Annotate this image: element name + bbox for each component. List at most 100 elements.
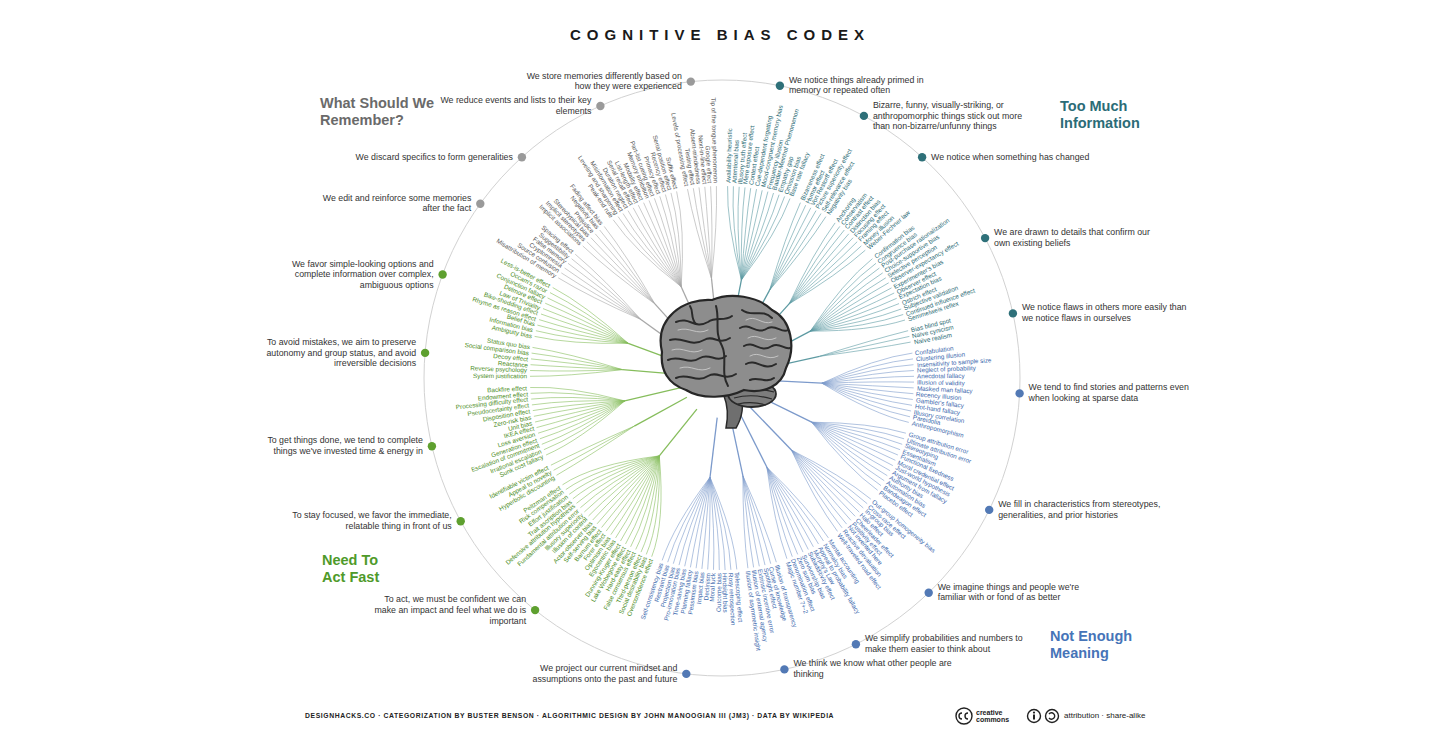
category-dot: [438, 270, 446, 278]
branch-line: [810, 273, 882, 331]
category-text: To get things done, we tend to complete …: [258, 436, 423, 457]
branch-line: [537, 401, 625, 428]
branch-line: [548, 298, 629, 343]
category-dot: [1015, 389, 1023, 397]
diagram-title: COGNITIVE BIAS CODEX: [0, 26, 1440, 43]
category-text: We notice things already primed in memor…: [789, 75, 954, 96]
branch-line: [812, 422, 881, 485]
branch-line: [688, 189, 712, 278]
quadrant-heading: Need To Act Fast: [322, 552, 394, 585]
branch-line: [822, 383, 909, 422]
branch-line: [810, 293, 894, 331]
category-text: We think we know what other people are t…: [793, 659, 958, 680]
category-text: To act, we must be confident we can make…: [361, 594, 526, 626]
branch-line: [710, 477, 719, 570]
branch-line: [812, 422, 896, 460]
category-dot: [596, 102, 604, 110]
branch-line: [812, 422, 885, 481]
branch-line: [530, 387, 625, 401]
branch-line: [616, 456, 660, 538]
brain: [661, 296, 792, 428]
branch-line: [638, 205, 681, 287]
category-dot: [776, 82, 784, 90]
branch-line: [532, 353, 623, 370]
branch-line: [575, 254, 641, 319]
branch-line: [822, 383, 910, 417]
branch-trunk: [625, 387, 683, 401]
category-dot: [476, 200, 484, 208]
branch-line: [604, 226, 655, 304]
category-dot: [860, 112, 868, 120]
branch-line: [822, 383, 911, 411]
branch-line: [710, 477, 725, 570]
branch-line: [791, 450, 851, 520]
branch-line: [767, 467, 814, 547]
category-dot: [421, 349, 429, 357]
branch-line: [668, 477, 710, 562]
bias-name: System justification: [473, 372, 527, 380]
branch-line: [822, 383, 912, 405]
branch-line: [810, 320, 905, 331]
branch-line: [741, 189, 756, 280]
branch-line: [532, 401, 625, 405]
branch-line: [569, 456, 659, 494]
branch-line: [654, 198, 681, 286]
branch-line: [710, 477, 731, 570]
branch-line: [822, 365, 914, 384]
branch-line: [568, 263, 641, 319]
category-dot: [457, 517, 465, 525]
branch-line: [673, 477, 710, 563]
ring-circle: [424, 80, 1020, 676]
branch-line: [572, 259, 641, 320]
license-terms: attribution · share-alike: [1064, 711, 1145, 720]
category-dot: [918, 153, 926, 161]
branch-line: [584, 456, 659, 512]
branch-line: [820, 342, 911, 356]
branch-line: [812, 422, 893, 465]
branch-line: [595, 234, 655, 304]
branch-line: [551, 426, 634, 465]
branch-line: [531, 393, 625, 401]
branch-line: [810, 304, 899, 332]
category-text: Bizarre, funny, visually-striking, or an…: [873, 100, 1038, 132]
branch-line: [710, 477, 737, 569]
category-dot: [985, 506, 993, 514]
branch-line: [540, 401, 625, 439]
branch-line: [770, 214, 821, 291]
branch-line: [767, 467, 808, 549]
branch-line: [741, 187, 745, 280]
branch-line: [580, 456, 659, 508]
branch-line: [541, 314, 628, 343]
branch-line: [789, 238, 853, 304]
category-dot: [687, 77, 695, 85]
branch-line: [791, 450, 842, 528]
branch-line: [728, 186, 742, 280]
branch-line: [710, 477, 714, 570]
branch-line: [628, 211, 681, 287]
branch-line: [538, 401, 625, 433]
branch-line: [741, 190, 762, 280]
branch-line: [679, 477, 710, 565]
category-text: We tend to find stories and patterns eve…: [1029, 383, 1194, 404]
quadrant-heading: Not Enough Meaning: [1050, 628, 1142, 661]
branch-line: [822, 371, 914, 384]
category-text: We reduce events and lists to their key …: [426, 95, 591, 116]
branch-line: [789, 246, 861, 304]
branch-line: [743, 476, 748, 568]
branch-line: [591, 238, 655, 304]
branch-line: [611, 456, 659, 535]
branch-line: [677, 191, 683, 286]
category-dot: [981, 234, 989, 242]
branch-line: [743, 476, 776, 562]
quadrant-heading: Too Much Information: [1060, 98, 1152, 131]
branch-line: [554, 426, 635, 470]
branch-line: [593, 456, 660, 520]
branch-line: [812, 422, 890, 471]
branch-line: [535, 401, 625, 422]
category-text: We edit and reinforce some memories afte…: [306, 193, 471, 214]
category-dot: [428, 442, 436, 450]
branch-line: [791, 450, 855, 516]
branch-line: [702, 477, 710, 569]
